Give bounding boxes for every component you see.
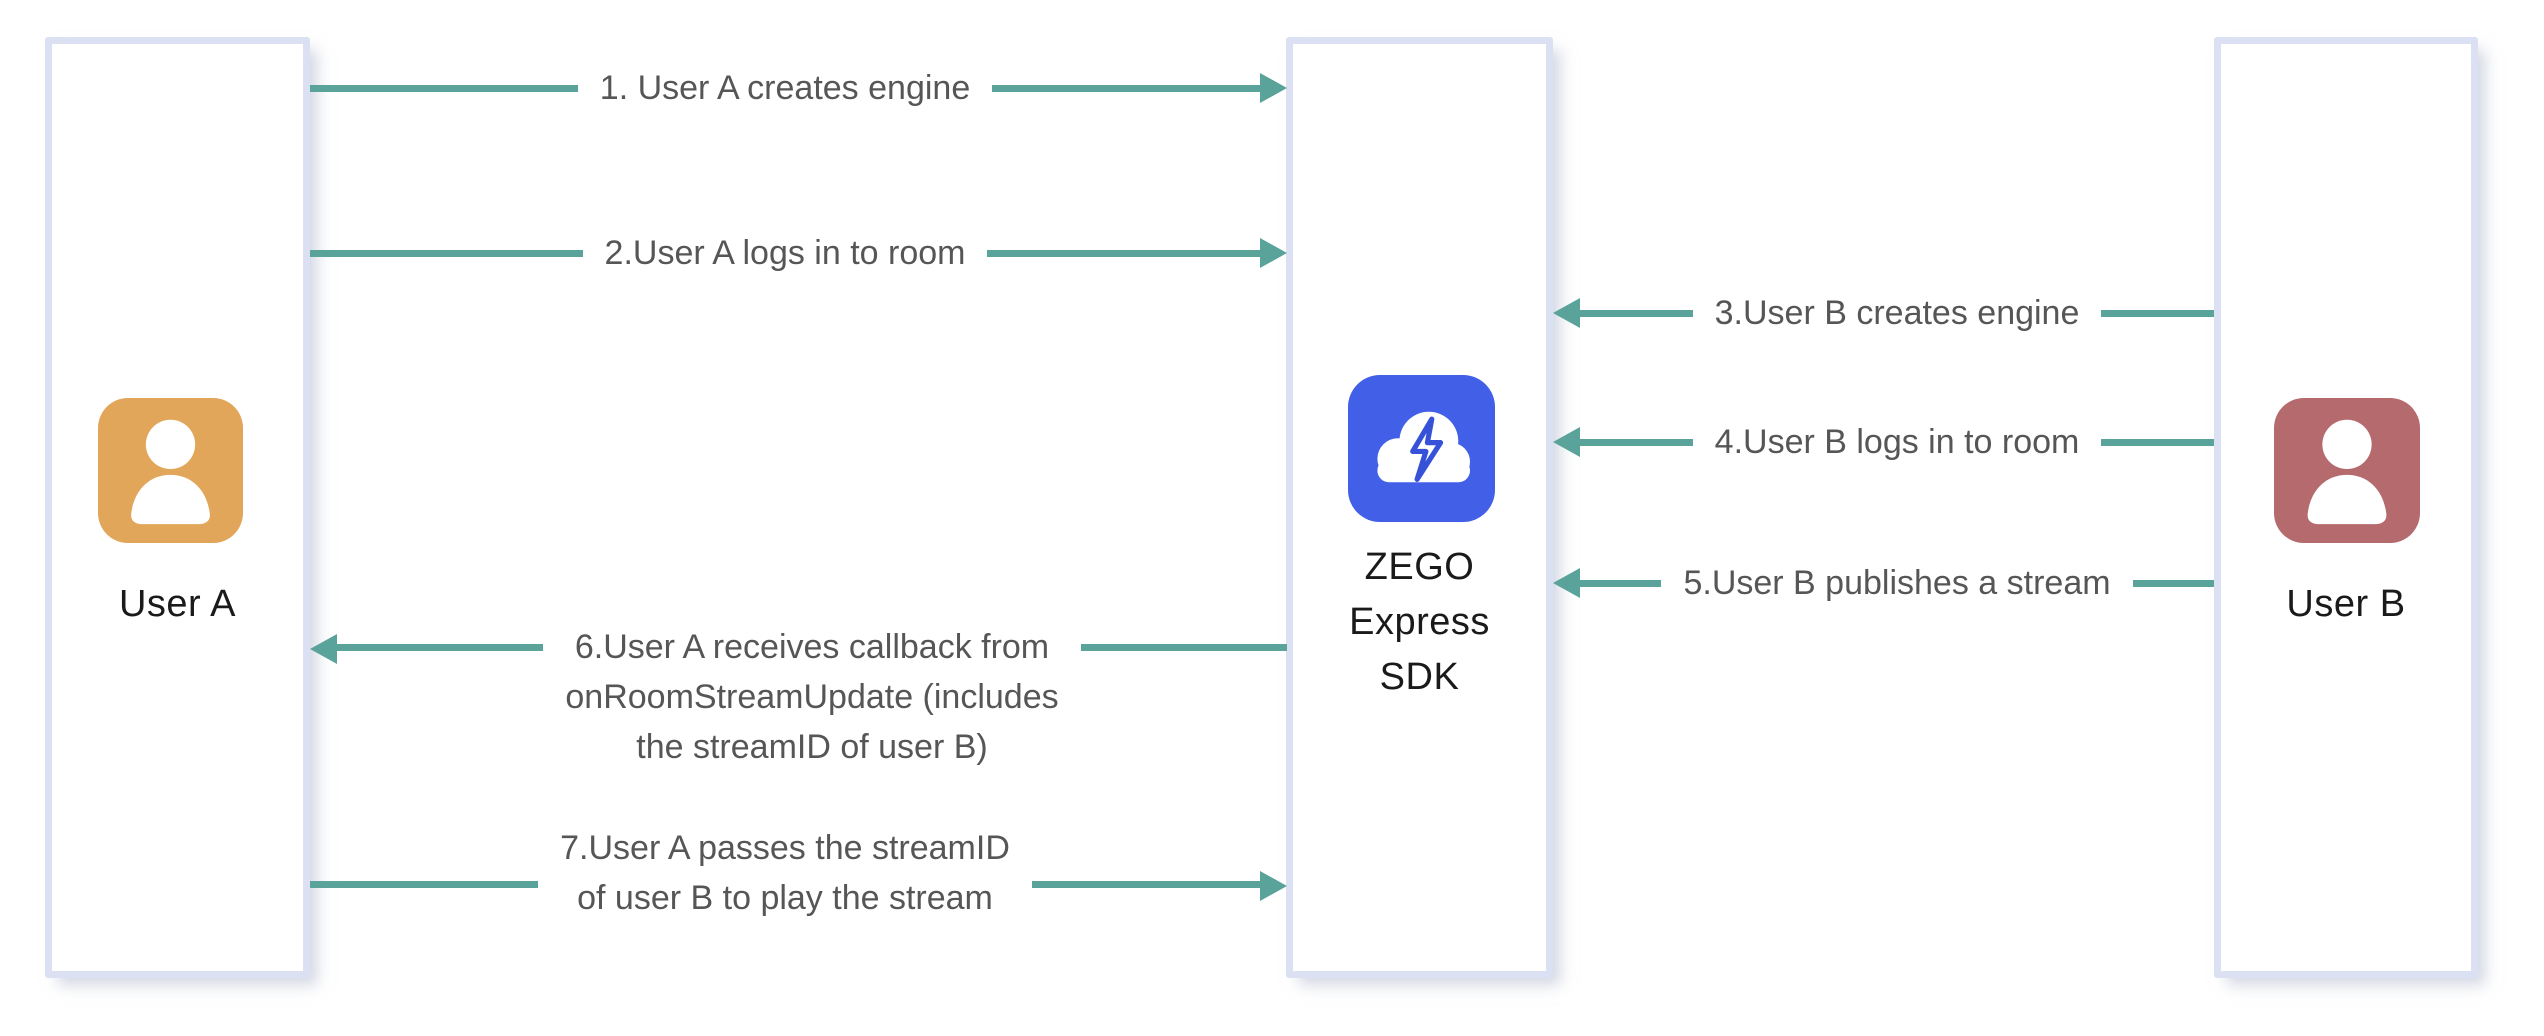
arrow-line — [2101, 309, 2215, 317]
arrow-7-play-stream: 7.User A passes the streamID of user B t… — [310, 823, 1288, 923]
person-icon — [2307, 419, 2387, 525]
arrowhead-right-icon — [1260, 871, 1288, 901]
arrow-line — [987, 249, 1261, 257]
arrow-line — [310, 249, 583, 257]
arrow-line — [1580, 579, 1662, 587]
arrow-7-label: 7.User A passes the streamID of user B t… — [560, 823, 1010, 923]
arrow-6-label-line: 6.User A receives callback from — [574, 628, 1050, 666]
arrowhead-left-icon — [1553, 298, 1580, 328]
arrow-line — [992, 84, 1261, 92]
arrowhead-right-icon — [1260, 238, 1288, 268]
arrow-line — [310, 84, 578, 92]
arrow-1-label: 1. User A creates engine — [599, 69, 971, 107]
arrow-line — [1580, 309, 1693, 317]
zego-sdk-icon — [1348, 375, 1495, 522]
cloud-lightning-icon — [1377, 411, 1471, 483]
sdk-label-line: SDK — [1379, 656, 1460, 698]
arrow-4-user-b-logs-in: 4.User B logs in to room — [1553, 417, 2215, 467]
user-a-label: User A — [118, 583, 237, 625]
arrow-line — [2132, 579, 2215, 587]
arrow-3-user-b-creates-engine: 3.User B creates engine — [1553, 288, 2215, 338]
user-a-avatar — [98, 398, 243, 543]
person-icon — [131, 419, 210, 525]
arrowhead-left-icon — [310, 634, 337, 664]
arrow-4-label: 4.User B logs in to room — [1714, 423, 2080, 461]
arrow-line — [2101, 438, 2215, 446]
arrow-5-user-b-publishes-stream: 5.User B publishes a stream — [1553, 558, 2215, 608]
arrow-line — [337, 644, 544, 651]
sdk-label: ZEGO Express SDK — [1286, 540, 1553, 705]
arrow-3-label: 3.User B creates engine — [1714, 294, 2080, 332]
arrow-2-label: 2.User A logs in to room — [604, 234, 966, 272]
arrow-line — [1031, 881, 1261, 888]
arrow-6-label-line: onRoomStreamUpdate (includes — [565, 678, 1059, 716]
arrow-line — [1080, 644, 1287, 651]
user-b-avatar — [2274, 398, 2420, 543]
arrowhead-left-icon — [1553, 568, 1580, 598]
sdk-label-line: ZEGO — [1364, 546, 1475, 588]
arrow-7-label-line: of user B to play the stream — [577, 879, 993, 917]
arrow-6-label: 6.User A receives callback from onRoomSt… — [565, 622, 1058, 772]
arrow-line — [310, 881, 539, 888]
arrowhead-right-icon — [1260, 73, 1288, 103]
arrow-6-label-line: the streamID of user B) — [636, 728, 988, 766]
arrowhead-left-icon — [1553, 427, 1580, 457]
arrow-line — [1580, 438, 1693, 446]
arrow-1-user-a-creates-engine: 1. User A creates engine — [310, 63, 1288, 113]
sdk-label-line: Express — [1349, 601, 1490, 643]
arrow-7-label-line: 7.User A passes the streamID — [560, 829, 1010, 867]
arrow-2-user-a-logs-in: 2.User A logs in to room — [310, 228, 1288, 278]
arrow-5-label: 5.User B publishes a stream — [1683, 564, 2111, 602]
arrow-6-callback-onroomstreamupdate: 6.User A receives callback from onRoomSt… — [310, 622, 1287, 772]
user-b-label: User B — [2286, 583, 2406, 625]
